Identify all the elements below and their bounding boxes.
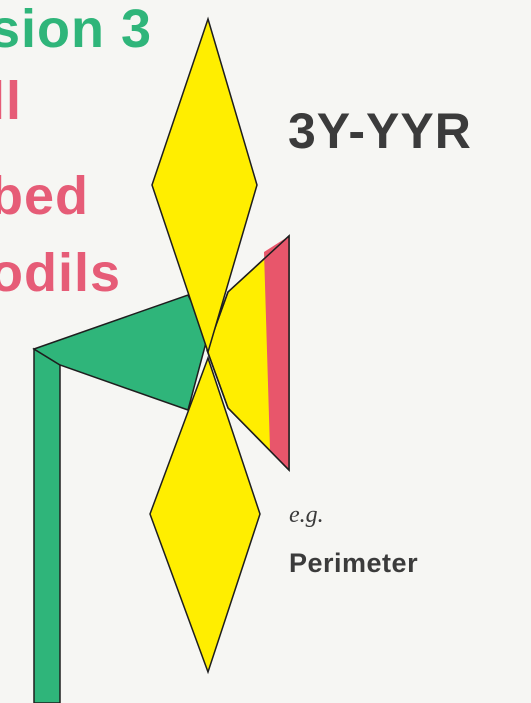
heading-line-4: odils [0,246,121,300]
division-heading: sion 3 [0,2,152,56]
heading-line-2: ll [0,74,22,128]
example-prefix: e.g. [289,503,324,527]
example-cultivar-name: Perimeter [289,550,418,577]
stem [34,349,60,703]
heading-line-3: bed [0,169,89,223]
classification-code: 3Y-YYR [288,106,472,156]
